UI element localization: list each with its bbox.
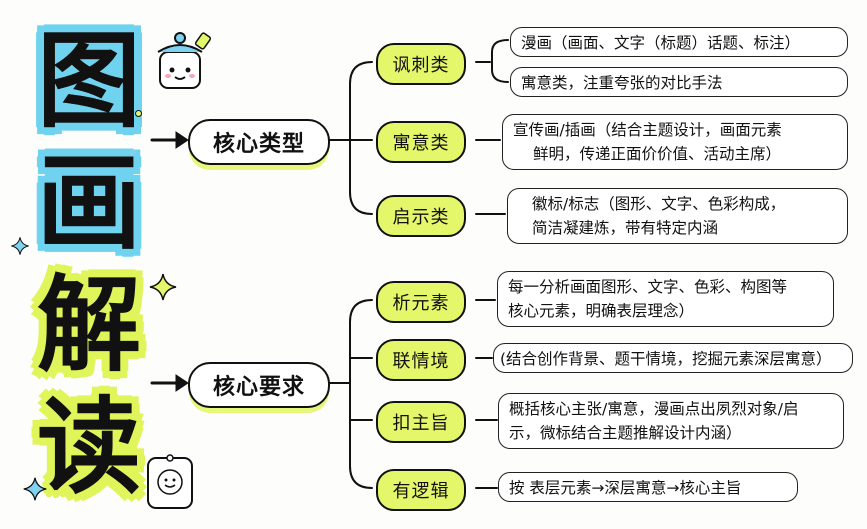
desc-enlightenment: 徽标/标志（图形、文字、色彩构成， 简洁凝建炼，带有特定内涵 [507,188,848,244]
desc-link-context: (结合创作背景、题干情境，挖掘元素深层寓意） [493,343,853,373]
sub-enlightenment: 启示类 [376,195,466,237]
smiley-card-icon [147,454,193,509]
decor-dot [130,150,136,156]
core-types-pill: 核心类型 [188,119,330,165]
decor-dot [135,110,142,117]
vertical-title: 图 画 解 读 [14,22,164,517]
desc-grasp-theme: 概括核心主张/寓意，漫画点出夙烈对象/启 示，微标结合主题推解设计内涵） [498,393,844,449]
desc-allegory: 宣传画/插画（结合主题设计，画面元素 鲜明，传递正面价价值、活动主席） [502,114,848,170]
desc-logical: 按 表层元素→深层寓意→核心主旨 [498,472,798,502]
robot-mascot-icon [157,32,212,89]
sub-analyze-elements: 析元素 [376,281,466,323]
desc-line: 示，微标结合主题推解设计内涵） [509,424,742,442]
desc-line: 概括核心主张/寓意，漫画点出夙烈对象/启 [509,400,799,418]
sub-satire: 讽刺类 [376,43,466,85]
core-requirements-pill: 核心要求 [188,362,330,408]
title-char-2: 画 [36,142,141,264]
desc-line: 鲜明，传递正面价价值、活动主席） [533,145,782,163]
sub-link-context: 联情境 [376,339,466,381]
desc-line: 简洁凝建炼，带有特定内涵 [532,219,719,237]
title-char-3: 解 [36,264,141,386]
title-char-4: 读 [36,386,141,508]
desc-line: 宣传画/插画（结合主题设计，画面元素 [513,121,782,139]
title-char-1: 图 [36,20,141,142]
arrow-right-icon [150,131,189,392]
desc-line: 徽标/标志（图形、文字、色彩构成， [532,195,786,213]
desc-satire-comic: 漫画（画面、文字（标题）话题、标注） [510,27,848,57]
sub-logical: 有逻辑 [376,469,466,511]
desc-line: 核心元素，明确表层理念） [508,302,695,320]
sub-allegory: 寓意类 [376,121,466,163]
sparkle-icon [149,273,177,301]
sub-grasp-theme: 扣主旨 [376,401,466,443]
sparkle-icon [11,237,29,255]
sparkle-icon [23,477,47,501]
desc-satire-allegory: 寓意类，注重夸张的对比手法 [510,67,848,97]
desc-analyze-elements: 每一分析画面图形、文字、色彩、构图等 核心元素，明确表层理念） [497,271,834,327]
desc-line: 每一分析画面图形、文字、色彩、构图等 [508,278,788,296]
